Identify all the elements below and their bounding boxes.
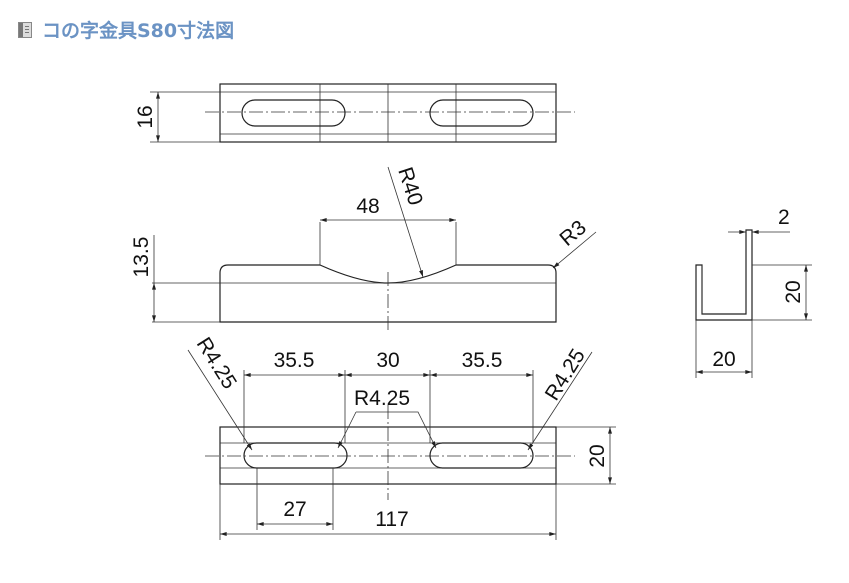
dim-radius-corner: R3 [555,216,590,251]
top-view: 16 [134,83,575,143]
dim-radius-large: R40 [393,164,427,208]
dim-boss-width: 48 [356,195,379,218]
title-text: コの字金具S80寸法図 [42,20,235,42]
dim-slot-radius-left: R4.25 [192,333,241,393]
bottom-view: 35.5 30 35.5 R4.25 R4.25 R4.25 20 27 117 [187,333,616,540]
dim-slot-left: 35.5 [274,349,315,372]
dim-end-thickness: 2 [778,206,790,229]
dim-slot-gap: 30 [376,349,399,372]
dim-slot-radius-right: R4.25 [541,345,590,405]
dim-end-width: 20 [712,348,735,371]
dim-bottom-height: 20 [586,444,609,467]
dim-slot-right: 35.5 [462,349,503,372]
dim-end-height: 20 [782,280,805,303]
dim-total-length: 117 [375,508,408,531]
side-view: 48 13.5 R40 R3 [130,164,597,330]
dim-top-height: 16 [134,105,157,128]
dim-slot-radius-center: R4.25 [354,387,410,410]
dim-slot-length: 27 [283,498,306,521]
end-view: 20 20 2 [695,206,812,378]
page-title: コの字金具S80寸法図 [18,16,234,43]
document-icon [18,21,32,38]
dim-side-height: 13.5 [130,237,153,278]
